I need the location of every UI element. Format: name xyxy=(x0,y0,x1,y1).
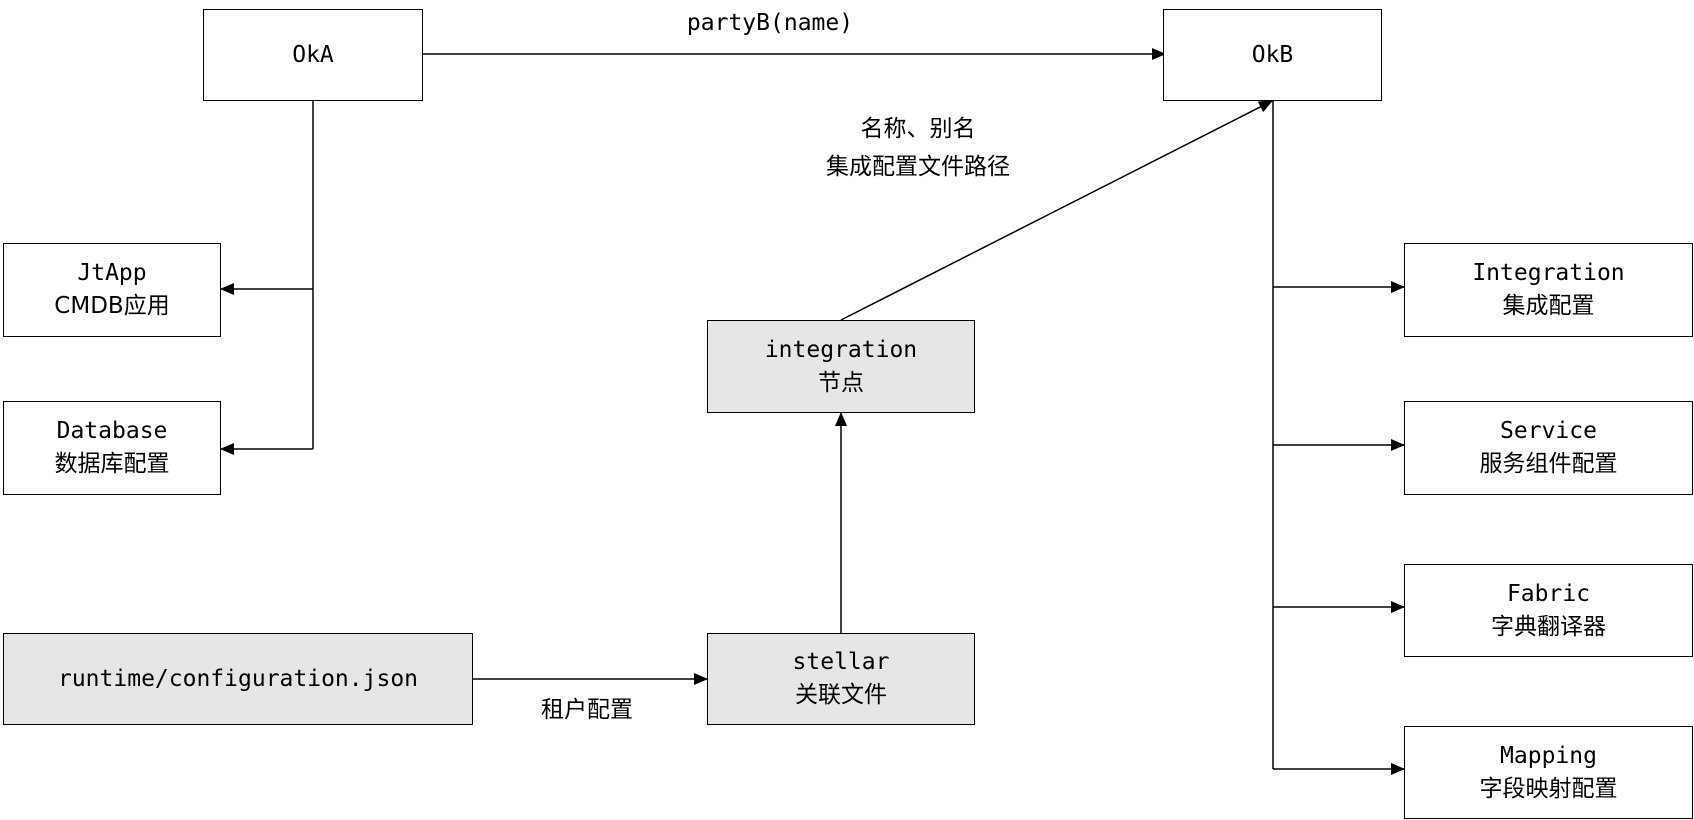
node-okb-label: OkB xyxy=(1251,41,1294,68)
node-database-title: Database xyxy=(56,418,168,444)
node-service-title: Service xyxy=(1500,418,1597,444)
node-jtapp-title: JtApp xyxy=(77,260,147,286)
node-jtapp: JtApp CMDB应用 xyxy=(3,243,221,337)
edge-integration-okb xyxy=(840,100,1273,321)
node-database-subtitle: 数据库配置 xyxy=(54,451,170,477)
edge-label-oka-okb: partyB(name) xyxy=(686,10,854,36)
edge-label-integration-okb-line1: 名称、别名 xyxy=(860,116,976,142)
node-fabric-subtitle: 字典翻译器 xyxy=(1491,613,1606,640)
node-integration-config-subtitle: 集成配置 xyxy=(1502,293,1595,319)
node-database: Database 数据库配置 xyxy=(3,401,221,495)
node-mapping-title: Mapping xyxy=(1500,742,1597,769)
node-service: Service 服务组件配置 xyxy=(1404,401,1693,495)
node-mapping-subtitle: 字段映射配置 xyxy=(1479,775,1618,802)
node-fabric: Fabric 字典翻译器 xyxy=(1404,564,1693,657)
node-fabric-title: Fabric xyxy=(1506,580,1591,607)
node-jtapp-subtitle: CMDB应用 xyxy=(54,293,170,319)
node-service-subtitle: 服务组件配置 xyxy=(1479,451,1618,477)
edge-label-runtime-stellar: 租户配置 xyxy=(541,697,633,723)
node-oka: OkA xyxy=(203,9,423,101)
node-stellar: stellar 关联文件 xyxy=(707,633,975,725)
node-stellar-title: stellar xyxy=(792,649,890,675)
node-mapping: Mapping 字段映射配置 xyxy=(1404,726,1693,819)
edge-label-integration-okb-line2: 集成配置文件路径 xyxy=(826,154,1010,180)
node-integration-config-title: Integration xyxy=(1472,260,1625,286)
node-runtime: runtime/configuration.json xyxy=(3,633,473,725)
node-integration-config: Integration 集成配置 xyxy=(1404,243,1693,337)
node-runtime-label: runtime/configuration.json xyxy=(57,665,419,692)
node-stellar-subtitle: 关联文件 xyxy=(795,682,887,708)
node-integration: integration 节点 xyxy=(707,320,975,413)
node-okb: OkB xyxy=(1163,9,1382,101)
node-integration-subtitle: 节点 xyxy=(818,369,864,396)
node-integration-title: integration xyxy=(764,336,918,363)
node-oka-label: OkA xyxy=(292,41,334,68)
